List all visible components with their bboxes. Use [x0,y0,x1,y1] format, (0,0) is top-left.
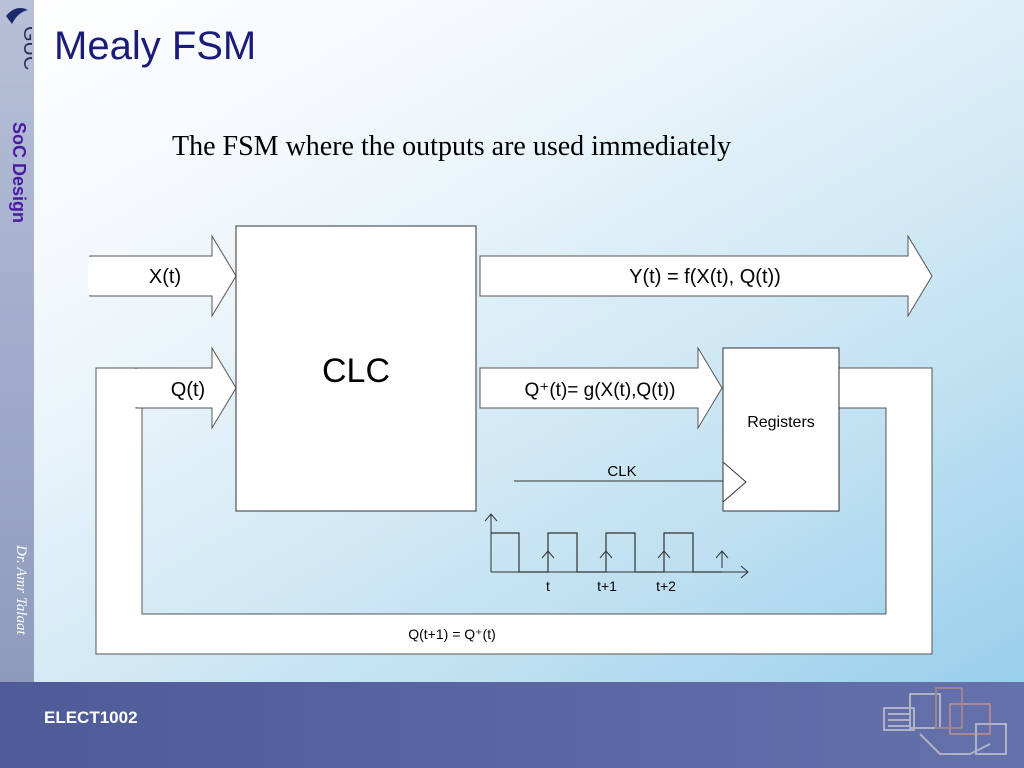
mealy-fsm-diagram: Q(t+1) = Q⁺(t) X(t) Q(t) CLC Y(t) = f(X(… [88,225,933,655]
logo-text: GUC [19,26,32,70]
output-label: Y(t) = f(X(t), Q(t)) [629,266,781,288]
rising-edge-arrow-4 [715,550,729,568]
registers-label: Registers [747,414,815,431]
input-arrow [89,234,237,318]
guc-logo: GUC [6,8,32,70]
clock-input-triangle [722,461,747,503]
timing-tick-t1: t+1 [597,578,617,594]
feedback-band-left [96,408,142,654]
footer-decoration-icon [883,687,1007,755]
state-arrow-join-cover [135,369,139,407]
slide-title: Mealy FSM [54,24,257,68]
feedback-band-bottom [96,614,932,654]
slide-subtitle: The FSM where the outputs are used immed… [172,131,732,162]
rising-edge-arrow-3 [657,550,671,568]
next-state-arrow [479,346,723,430]
sidebar: GUC SoC Design Dr. Amr Talaat [0,0,34,682]
timing-diagram: t t+1 t+2 [484,513,749,594]
clk-label: CLK [607,463,636,480]
feedback-label: Q(t+1) = Q⁺(t) [408,626,496,642]
sidebar-course-title: SoC Design [9,122,29,224]
timing-tick-t2: t+2 [656,578,676,594]
feedback-band-top-left [96,368,136,408]
sidebar-author: Dr. Amr Talaat [13,545,29,635]
timing-tick-t: t [546,578,550,594]
timing-y-axis-arrowhead [484,513,498,522]
rising-edge-arrow-2 [599,550,613,568]
footer-course-code: ELECT1002 [44,708,138,727]
timing-x-axis-arrowhead [740,565,749,579]
state-label: Q(t) [171,379,205,401]
feedback-band-right [886,368,932,654]
registers-block [722,347,840,512]
clc-block [235,225,477,512]
footer-bar: ELECT1002 [0,682,1024,768]
next-state-label: Q⁺(t)= g(X(t),Q(t)) [525,380,676,401]
input-arrow-tail-cover [88,257,94,295]
feedback-band-top-right [838,368,932,408]
rising-edge-arrow-1 [541,550,555,568]
logo-swoosh-icon [6,8,28,24]
clc-label: CLC [322,352,390,390]
state-arrow [135,346,237,430]
output-arrow [479,234,933,318]
input-label: X(t) [149,266,181,288]
feedback-outer-outline [95,367,933,655]
